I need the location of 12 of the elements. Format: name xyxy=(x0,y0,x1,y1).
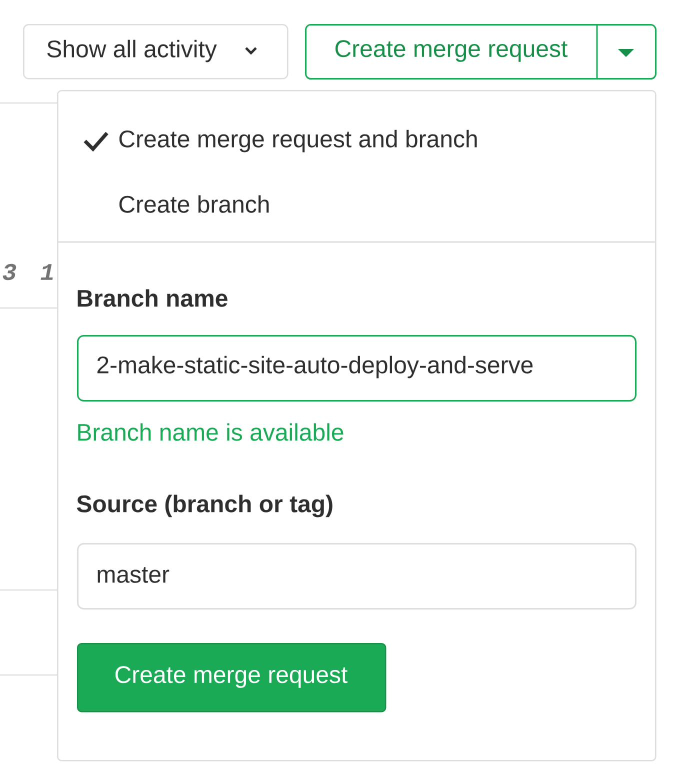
field-label: Branch name xyxy=(78,289,228,307)
field-label: Source (branch or tag) xyxy=(76,494,332,518)
row-number: 3 xyxy=(2,264,16,280)
text-field: master xyxy=(77,543,636,610)
split-button: Create merge request xyxy=(305,24,656,80)
text-field: 2-make-static-site-auto-deploy-and-serve xyxy=(77,335,636,402)
submit-button: Create merge request xyxy=(77,643,386,712)
validation-message: Branch name is available xyxy=(78,423,344,441)
menu-item: Create branch xyxy=(119,195,269,213)
dropdown-button: Show all activity xyxy=(23,24,288,80)
menu-item: Create merge request and branch xyxy=(119,130,477,152)
row-number: 1 xyxy=(40,264,53,280)
